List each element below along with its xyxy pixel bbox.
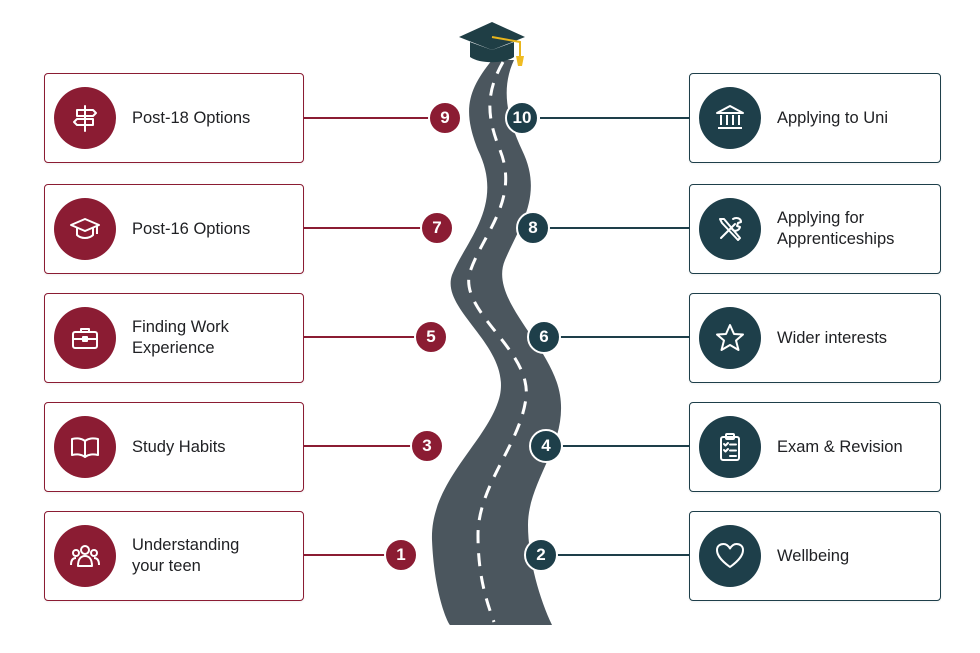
step-label: Post-16 Options — [132, 219, 251, 238]
people-icon — [54, 525, 116, 587]
step-number-9: 9 — [428, 101, 462, 135]
step-number-5: 5 — [414, 320, 448, 354]
connector-line-10 — [540, 117, 690, 119]
step-label: Post-18 Options — [132, 108, 251, 127]
step-number-2: 2 — [524, 538, 558, 572]
step-label: Finding Work Experience — [132, 318, 229, 357]
step-label: Wider interests — [777, 328, 888, 347]
step-number-8: 8 — [516, 211, 550, 245]
connector-line-5 — [304, 336, 416, 338]
step-card-exam-revision: Exam & Revision — [689, 402, 941, 492]
step-number-7: 7 — [420, 211, 454, 245]
step-number-4: 4 — [529, 429, 563, 463]
step-number-10: 10 — [505, 101, 539, 135]
connector-line-3 — [304, 445, 412, 447]
briefcase-icon — [54, 307, 116, 369]
step-card-wellbeing: Wellbeing — [689, 511, 941, 601]
step-card-wider-interests: Wider interests — [689, 293, 941, 383]
connector-line-1 — [304, 554, 388, 556]
connector-line-4 — [562, 445, 690, 447]
step-card-finding-work-experience: Finding Work Experience — [44, 293, 304, 383]
step-number-6: 6 — [527, 320, 561, 354]
step-card-study-habits: Study Habits — [44, 402, 304, 492]
connector-line-2 — [557, 554, 690, 556]
star-icon — [699, 307, 761, 369]
connector-line-9 — [304, 117, 432, 119]
connector-line-7 — [304, 227, 424, 229]
step-number-3: 3 — [410, 429, 444, 463]
step-label: Study Habits — [132, 437, 226, 456]
connector-line-6 — [560, 336, 690, 338]
step-number-1: 1 — [384, 538, 418, 572]
step-card-applying-to-uni: Applying to Uni — [689, 73, 941, 163]
step-label: Applying to Uni — [777, 108, 888, 127]
step-label: Understanding your teen — [132, 536, 240, 575]
heart-icon — [699, 525, 761, 587]
open-book-icon — [54, 416, 116, 478]
university-building-icon — [699, 87, 761, 149]
step-card-post-18-options: Post-18 Options — [44, 73, 304, 163]
step-label: Exam & Revision — [777, 437, 903, 456]
clipboard-checklist-icon — [699, 416, 761, 478]
graduation-cap-icon — [54, 198, 116, 260]
graduation-cap-top-icon — [459, 22, 525, 66]
step-label: Applying for Apprenticeships — [777, 209, 895, 248]
connector-line-8 — [548, 227, 690, 229]
step-card-understanding-your-teen: Understanding your teen — [44, 511, 304, 601]
step-card-applying-for-apprenticeships: Applying for Apprenticeships — [689, 184, 941, 274]
signpost-icon — [54, 87, 116, 149]
step-label: Wellbeing — [777, 546, 850, 565]
tools-icon — [699, 198, 761, 260]
step-card-post-16-options: Post-16 Options — [44, 184, 304, 274]
